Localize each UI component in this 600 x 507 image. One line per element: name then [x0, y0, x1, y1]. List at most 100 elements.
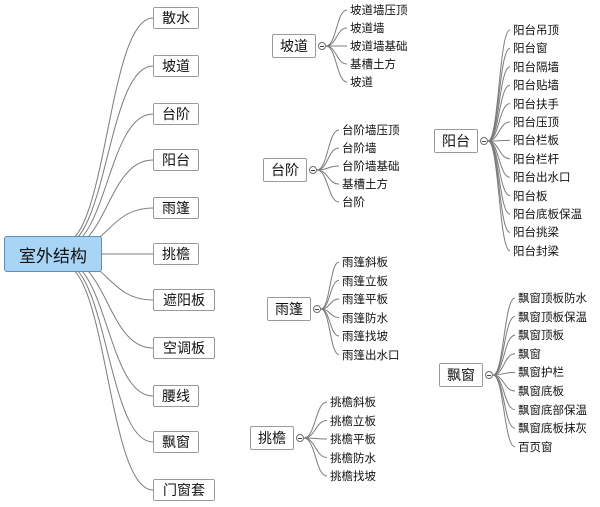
leaf-item[interactable]: 飘窗顶板保温 — [518, 309, 587, 324]
leaf-item[interactable]: 飘窗底板抹灰 — [518, 421, 587, 436]
collapse-toggle-icon[interactable] — [485, 371, 493, 379]
group-to-leaf-line — [316, 169, 340, 185]
group-to-leaf-line — [487, 140, 511, 252]
leaf-item[interactable]: 飘窗顶板 — [518, 328, 564, 343]
group-node-yupeng[interactable]: 雨篷 — [267, 297, 311, 321]
leaf-item[interactable]: 阳台压顶 — [513, 115, 559, 129]
group-to-leaf-line — [325, 27, 348, 47]
leaf-item[interactable]: 雨篷找坡 — [342, 329, 388, 343]
branch-node[interactable]: 台阶 — [153, 103, 199, 125]
group-to-leaf-line — [303, 437, 328, 477]
leaf-item[interactable]: 坡道墙基础 — [350, 39, 408, 53]
leaf-item[interactable]: 阳台挑梁 — [513, 225, 559, 240]
branch-node[interactable]: 腰线 — [153, 385, 199, 407]
branch-node[interactable]: 遮阳板 — [153, 289, 215, 311]
branch-node[interactable]: 坡道 — [153, 55, 199, 77]
leaf-item[interactable]: 基槽土方 — [350, 57, 396, 71]
branch-node[interactable]: 阳台 — [153, 149, 199, 171]
leaf-item[interactable]: 台阶墙基础 — [342, 159, 400, 173]
collapse-toggle-icon[interactable] — [296, 434, 304, 442]
group-to-leaf-line — [303, 401, 328, 439]
branch-node[interactable]: 飘窗 — [153, 431, 199, 453]
group-to-leaf-line — [320, 308, 340, 355]
group-to-leaf-line — [487, 121, 511, 142]
leaf-item[interactable]: 雨篷立板 — [342, 273, 388, 288]
group-to-leaf-line — [487, 103, 511, 142]
group-to-leaf-line — [492, 316, 516, 376]
group-to-leaf-line — [303, 420, 328, 439]
leaf-item[interactable]: 阳台隔墙 — [513, 59, 559, 74]
leaf-item[interactable]: 阳台板 — [513, 188, 548, 203]
leaf-item[interactable]: 台阶墙压顶 — [342, 123, 400, 137]
collapse-toggle-icon[interactable] — [480, 137, 488, 145]
leaf-item[interactable]: 挑檐防水 — [330, 450, 376, 465]
collapse-toggle-icon[interactable] — [309, 166, 317, 174]
group-to-leaf-line — [487, 29, 511, 142]
leaf-item[interactable]: 百页窗 — [518, 439, 553, 454]
group-node-piaochuang[interactable]: 飘窗 — [439, 363, 483, 387]
leaf-item[interactable]: 台阶墙 — [342, 141, 377, 155]
leaf-item[interactable]: 雨篷防水 — [342, 310, 388, 325]
collapse-toggle-icon[interactable] — [313, 305, 321, 313]
collapse-toggle-icon[interactable] — [318, 42, 326, 50]
leaf-item[interactable]: 阳台底板保温 — [513, 207, 582, 221]
group-to-leaf-line — [325, 45, 348, 83]
leaf-item[interactable]: 坡道墙压顶 — [350, 3, 408, 17]
group-to-leaf-line — [487, 140, 511, 233]
group-to-leaf-line — [303, 437, 328, 458]
leaf-item[interactable]: 坡道墙 — [350, 21, 385, 35]
group-node-taijie[interactable]: 台阶 — [263, 158, 307, 182]
group-to-leaf-line — [487, 140, 511, 178]
leaf-item[interactable]: 阳台栏板 — [513, 133, 559, 148]
leaf-item[interactable]: 雨篷出水口 — [342, 347, 400, 362]
leaf-item[interactable]: 雨篷斜板 — [342, 255, 388, 269]
leaf-item[interactable]: 台阶 — [342, 195, 365, 209]
root-to-branch-line — [61, 263, 154, 491]
branch-node[interactable]: 空调板 — [153, 337, 215, 359]
leaf-item[interactable]: 阳台封梁 — [513, 243, 559, 258]
branch-node[interactable]: 门窗套 — [153, 479, 215, 501]
root-to-branch-line — [61, 65, 154, 247]
group-to-leaf-line — [492, 334, 516, 376]
leaf-item[interactable]: 阳台吊顶 — [513, 23, 559, 37]
group-node-podao[interactable]: 坡道 — [272, 34, 316, 58]
leaf-item[interactable]: 挑檐立板 — [330, 413, 376, 428]
leaf-item[interactable]: 雨篷平板 — [342, 292, 388, 306]
group-to-leaf-line — [492, 374, 516, 411]
group-to-leaf-line — [316, 169, 340, 203]
root-node[interactable]: 室外结构 — [4, 236, 102, 272]
group-to-leaf-line — [320, 261, 340, 310]
leaf-item[interactable]: 挑檐斜板 — [330, 395, 376, 409]
branch-node[interactable]: 雨篷 — [153, 197, 199, 219]
branch-node[interactable]: 散水 — [153, 7, 199, 29]
group-to-leaf-line — [487, 84, 511, 142]
group-node-yangtai[interactable]: 阳台 — [434, 129, 478, 153]
leaf-item[interactable]: 挑檐平板 — [330, 432, 376, 446]
leaf-item[interactable]: 阳台出水口 — [513, 170, 571, 185]
leaf-item[interactable]: 阳台窗 — [513, 41, 548, 56]
branch-node[interactable]: 挑檐 — [153, 243, 199, 265]
leaf-item[interactable]: 基槽土方 — [342, 177, 388, 191]
leaf-item[interactable]: 坡道 — [350, 75, 373, 89]
group-to-leaf-line — [487, 47, 511, 142]
leaf-item[interactable]: 挑檐找坡 — [330, 469, 376, 483]
leaf-item[interactable]: 飘窗底板 — [518, 384, 564, 398]
group-to-leaf-line — [325, 9, 348, 47]
leaf-item[interactable]: 阳台扶手 — [513, 96, 559, 111]
leaf-item[interactable]: 飘窗护栏 — [518, 365, 564, 380]
leaf-item[interactable]: 阳台栏杆 — [513, 151, 559, 166]
group-to-leaf-line — [316, 129, 340, 171]
group-to-leaf-line — [487, 66, 511, 142]
leaf-item[interactable]: 阳台贴墙 — [513, 78, 559, 93]
leaf-item[interactable]: 飘窗底部保温 — [518, 402, 587, 417]
leaf-item[interactable]: 飘窗 — [518, 346, 541, 361]
group-to-leaf-line — [487, 140, 511, 215]
group-to-leaf-line — [487, 139, 511, 142]
group-node-tiaoyan[interactable]: 挑檐 — [250, 426, 294, 450]
group-to-leaf-line — [325, 45, 348, 65]
root-to-branch-line — [61, 113, 154, 249]
root-to-branch-line — [61, 17, 154, 245]
root-to-branch-line — [61, 261, 154, 443]
leaf-item[interactable]: 飘窗顶板防水 — [518, 291, 587, 305]
